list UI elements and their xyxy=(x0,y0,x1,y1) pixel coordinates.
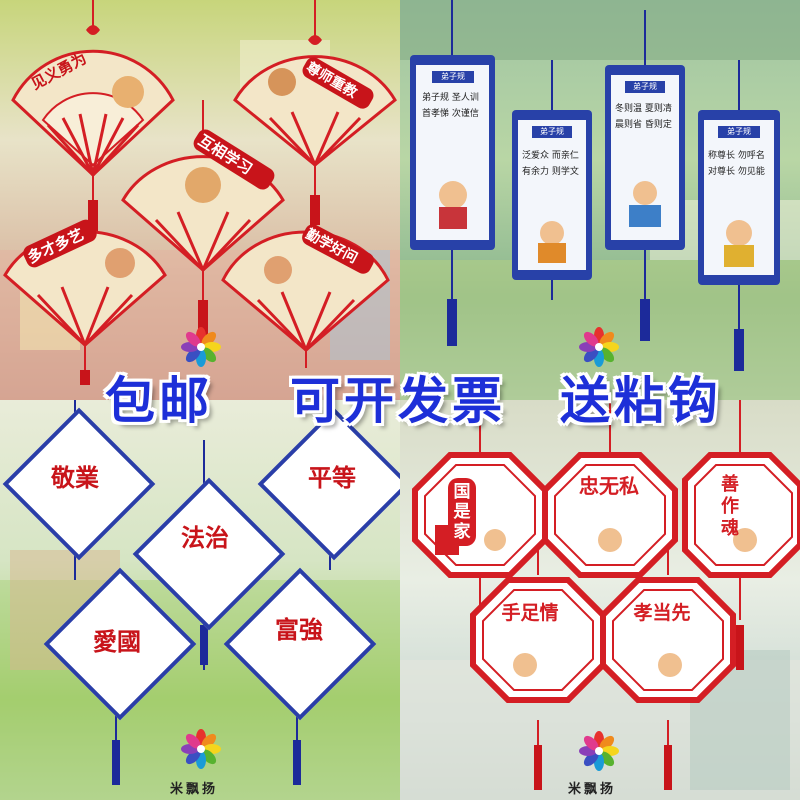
scroll-knots xyxy=(447,0,744,371)
diamond-title-3: 法治 xyxy=(181,523,229,552)
flower-logo-icon xyxy=(579,327,619,367)
diamond-title-4: 愛國 xyxy=(93,627,141,656)
scroll-1: 弟子规 弟子规 圣人训 首孝悌 次谨信 xyxy=(410,55,495,250)
promo-banner: 包邮 可开发票 送粘钩 xyxy=(0,362,800,440)
scroll-line-3b: 晨则省 昏则定 xyxy=(615,120,672,130)
quadrant-octagons: 国是家 忠无私 善作魂 手足情 孝当先 xyxy=(400,400,800,800)
octagon-title-3: 善作魂 xyxy=(721,474,739,539)
scroll-line-4b: 对尊长 勿见能 xyxy=(708,167,765,177)
octagon-title-1: 国是家 xyxy=(448,478,476,546)
diamond-title-5: 富強 xyxy=(275,615,323,644)
brand-label-br: 米飘扬 xyxy=(568,782,617,797)
diamond-title-1: 敬業 xyxy=(51,463,99,492)
fan-hanging-4 xyxy=(3,230,167,385)
scroll-line-1a: 弟子规 圣人训 xyxy=(422,93,479,103)
scroll-2: 弟子规 泛爱众 而亲仁 有余力 则学文 xyxy=(512,110,592,280)
fan-hanging-5 xyxy=(221,230,390,368)
scroll-header-2: 弟子规 xyxy=(532,126,572,138)
octagon-title-5: 孝当先 xyxy=(633,602,691,624)
free-hooks-label: 送粘钩 xyxy=(560,372,722,430)
brand-label-bl: 米飘扬 xyxy=(170,782,219,797)
scroll-line-4a: 称尊长 勿呼名 xyxy=(708,151,765,161)
quadrant-fans: 见义勇为 尊师重教 互相学习 多才 xyxy=(0,0,400,400)
flower-logo-icon xyxy=(181,327,221,367)
scroll-4: 弟子规 称尊长 勿呼名 对尊长 勿见能 xyxy=(698,110,780,285)
scroll-line-1b: 首孝悌 次谨信 xyxy=(422,109,479,119)
free-shipping-label: 包邮 xyxy=(105,372,213,430)
invoice-label: 可开发票 xyxy=(290,372,506,430)
scroll-line-2a: 泛爱众 而亲仁 xyxy=(522,151,579,161)
octagon-title-2: 忠无私 xyxy=(579,474,639,498)
flower-logo-icon xyxy=(181,729,221,769)
fan-hanging-1 xyxy=(11,0,175,232)
octagon-title-4: 手足情 xyxy=(501,602,559,624)
diamond-title-2: 平等 xyxy=(308,463,356,492)
scroll-header-4: 弟子规 xyxy=(718,126,760,138)
scroll-3: 弟子规 冬则温 夏则凊 晨则省 昏则定 xyxy=(605,65,685,250)
scroll-header-3: 弟子规 xyxy=(625,81,665,93)
quadrant-diamonds: 敬業 平等 法治 愛國 富強 xyxy=(0,400,400,800)
fan-hanging-3 xyxy=(121,100,285,335)
scroll-line-3a: 冬则温 夏则凊 xyxy=(615,104,672,114)
scroll-line-2b: 有余力 则学文 xyxy=(522,167,579,177)
flower-logo-icon xyxy=(579,731,619,771)
quadrant-scrolls: 弟子规 弟子规 圣人训 首孝悌 次谨信 弟子规 泛爱众 而亲仁 有余力 则学文 … xyxy=(400,0,800,400)
octagon-frames xyxy=(412,452,800,703)
scroll-header-1: 弟子规 xyxy=(432,71,474,83)
